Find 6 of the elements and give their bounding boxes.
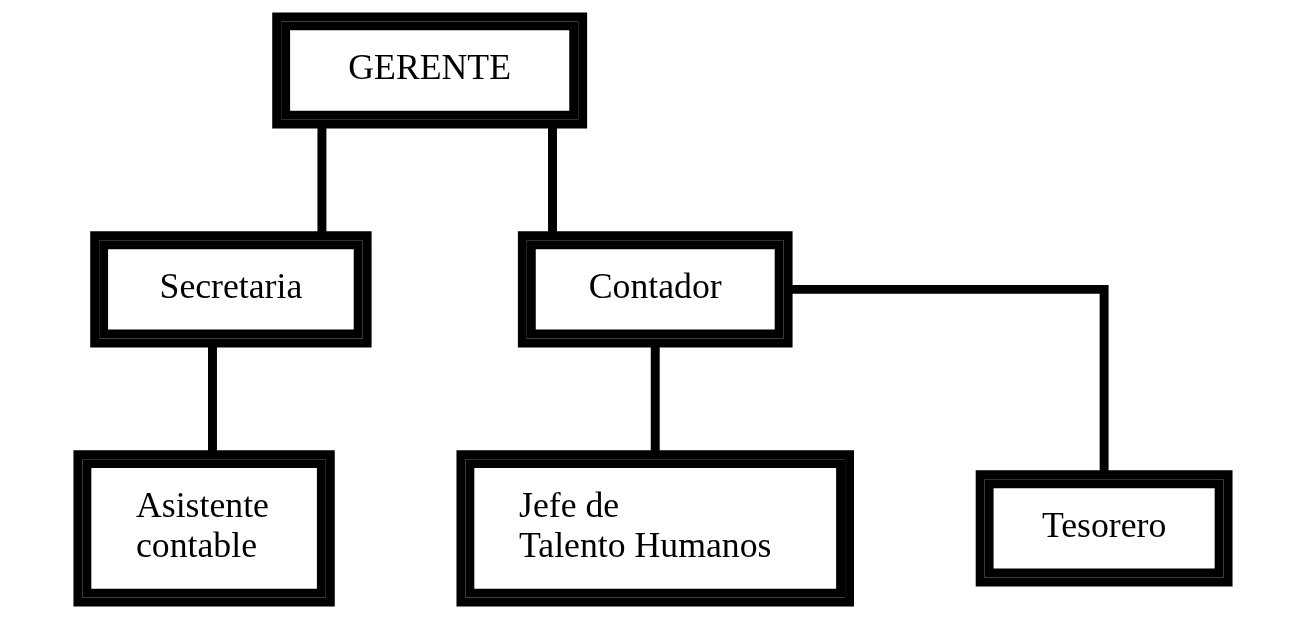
node-box: GERENTE	[272, 12, 588, 129]
node-box: Tesorero	[975, 470, 1233, 587]
node-box: Contador	[517, 231, 793, 348]
node-box: Asistente contable	[73, 450, 335, 607]
node-box: Secretaria	[90, 231, 372, 348]
node-box: Jefe de Talento Humanos	[456, 450, 854, 607]
